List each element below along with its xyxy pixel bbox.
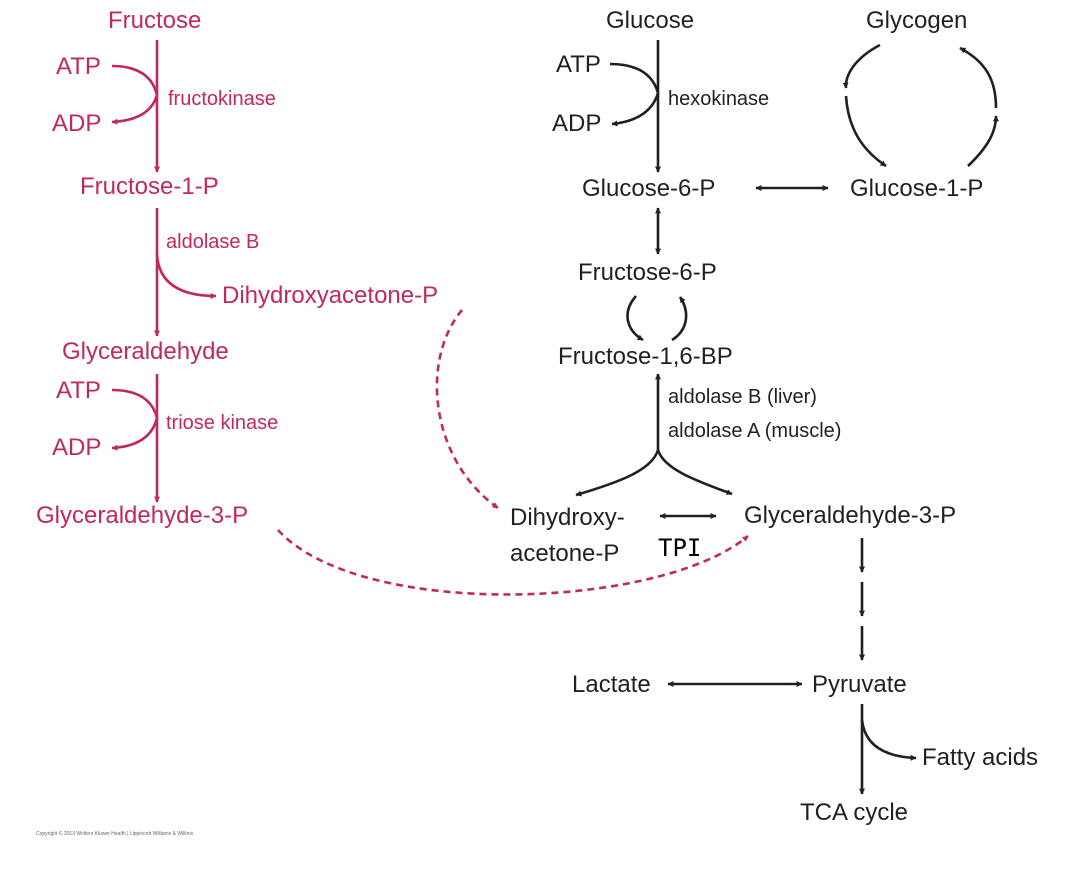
fructose-6-p-label: Fructose-6-P [578,259,717,286]
glycogen-arc-left-top [842,43,881,89]
dhap-dashed-link [435,309,499,510]
adp-label-2: ADP [52,434,102,461]
aldolase-to-g3p-arrow [656,449,733,496]
tca-cycle-label: TCA cycle [800,799,909,826]
fructose-1-6-bp-label: Fructose-1,6-BP [558,343,733,370]
fructose-label: Fructose [108,7,202,34]
glycogen-label: Glycogen [866,7,968,34]
atp-adp-curve-3 [609,62,660,127]
glyceraldehyde-label: Glyceraldehyde [62,338,229,365]
lactate-label: Lactate [572,671,651,698]
pyruvate-label: Pyruvate [812,671,907,698]
glycogen-arc-right-bottom [967,115,999,167]
glycolysis-pathway-arrows [575,40,999,795]
fatty-acids-label: Fatty acids [922,744,1039,771]
glycogen-arc-left-bottom [844,95,887,168]
atp-label-1: ATP [56,53,101,80]
atp-adp-curve-2 [111,388,159,451]
glucose-label: Glucose [606,7,695,34]
atp-label-3: ATP [556,51,601,78]
triose-kinase-enzyme-label: triose kinase [166,412,279,434]
aldolase-b-branch-arrow [155,254,217,299]
fructokinase-enzyme-label: fructokinase [168,88,276,110]
aldolase-b-liver-label: aldolase B (liver) [668,386,817,408]
glucose-6-p-label: Glucose-6-P [582,175,716,202]
glycogen-arc-right-top [959,46,998,109]
fructose-glyceraldehyde-3-p-label: Glyceraldehyde-3-P [36,502,249,529]
pyruvate-to-fatty-acids-arrow [860,719,917,761]
adp-label-1: ADP [52,110,102,137]
dhap-label-line-2: acetone-P [510,540,620,567]
aldolase-b-enzyme-label: aldolase B [166,231,260,253]
dhap-label-line-1: Dihydroxy- [510,504,625,531]
f6p-f16bp-curve-down [626,295,644,342]
tpi-enzyme-label: TPI [658,534,702,562]
copyright-notice: Copyright © 2013 Wolters Kluwer Health |… [36,831,194,837]
f16bp-f6p-curve-up [671,296,688,342]
atp-adp-curve-1 [111,64,159,125]
dihydroxyacetone-p-label: Dihydroxyacetone-P [222,282,439,309]
glucose-1-p-label: Glucose-1-P [850,175,984,202]
hexokinase-enzyme-label: hexokinase [668,88,770,110]
aldolase-a-muscle-label: aldolase A (muscle) [668,420,842,442]
aldolase-to-dhap-arrow [575,449,660,497]
glyceraldehyde-3-p-label: Glyceraldehyde-3-P [744,502,957,529]
fructose-1-p-label: Fructose-1-P [80,173,219,200]
fructose-pathway-arrows [111,40,749,596]
atp-label-2: ATP [56,377,101,404]
adp-label-3: ADP [552,110,602,137]
